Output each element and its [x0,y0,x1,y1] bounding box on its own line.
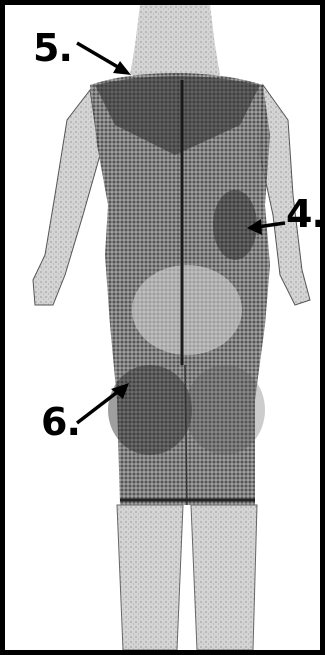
head-neck-area [130,5,220,75]
label-6: 6. [41,403,80,441]
lower-back-light [132,265,242,355]
right-leg [191,505,257,650]
left-leg [117,505,183,650]
latissimus-region [213,190,257,260]
label-5: 5. [33,29,72,67]
gluteal-right [185,365,265,455]
left-arm [33,90,100,305]
body-back-figure [5,5,320,650]
arrow-5 [77,43,131,75]
label-4: 4. [286,195,325,233]
gluteal-left [108,365,192,455]
